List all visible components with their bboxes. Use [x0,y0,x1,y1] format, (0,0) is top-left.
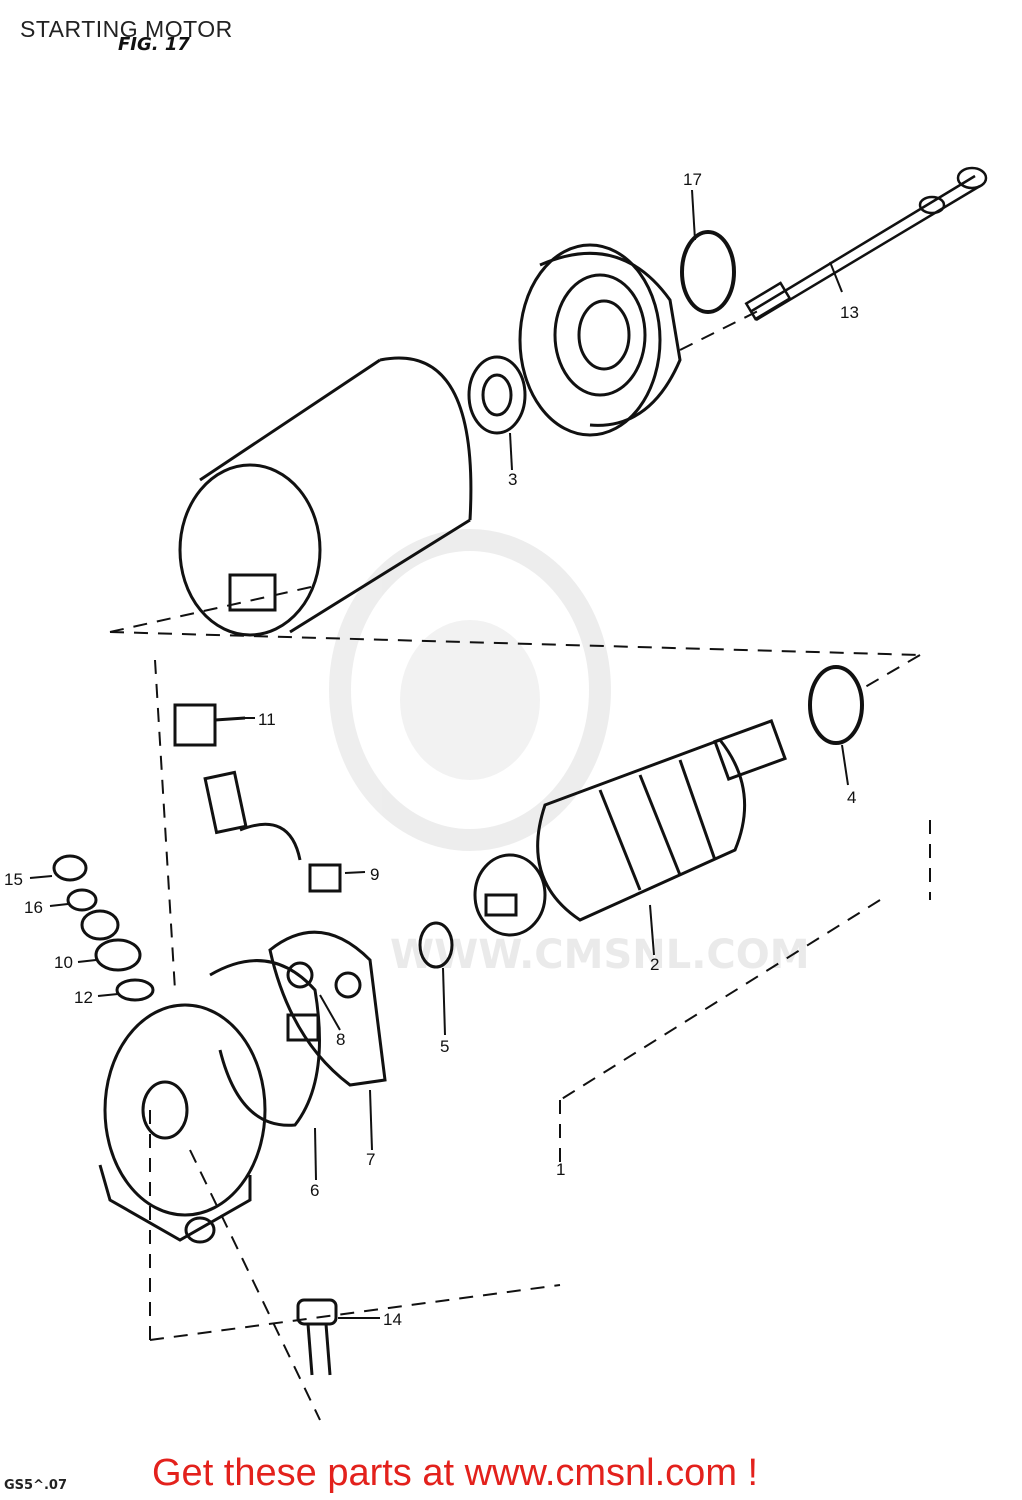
part-label-11: 11 [258,710,276,729]
armature-part [473,719,787,937]
part-label-2: 2 [650,955,659,974]
small-parts-stack [52,854,155,1002]
part-label-16: 16 [24,898,43,917]
terminal-part [173,703,246,747]
part-label-5: 5 [440,1037,449,1056]
part-label-12: 12 [74,988,93,1007]
footer-code: GS5^.07 [4,1478,68,1493]
part-label-4: 4 [847,788,856,807]
leader-lines [29,189,849,1319]
washer-part-4 [808,665,864,745]
part-label-7: 7 [366,1150,375,1169]
part-label-17: 17 [683,170,702,189]
promo-link[interactable]: Get these parts at www.cmsnl.com ! [152,1452,759,1494]
part-label-1: 1 [556,1160,565,1179]
watermark-text: WWW.CMSNL.COM [390,932,810,978]
guide-lines [109,309,931,1421]
washer-part-5 [418,921,454,969]
part-label-3: 3 [508,470,517,489]
part-label-14: 14 [383,1310,402,1329]
screw-part [296,1298,338,1376]
part-number-labels: 17 13 3 4 2 5 11 9 15 16 10 12 8 7 6 14 … [4,170,859,1329]
part-label-6: 6 [310,1181,319,1200]
rear-cover-part [518,243,682,437]
brush-holder-part [268,930,387,1087]
part-label-9: 9 [370,865,379,884]
through-bolt-part [744,166,988,322]
brush-part [203,770,342,893]
part-label-13: 13 [840,303,859,322]
figure-label: FIG. 17 [118,34,190,55]
page-title: STARTING MOTOR [20,16,233,42]
o-ring-part [680,230,736,314]
o-ring-part-6 [209,959,321,1127]
part-label-15: 15 [4,870,23,889]
front-cover-part [98,1003,267,1244]
yoke-housing-part [178,356,473,637]
bearing-part [467,355,527,435]
watermark: WWW.CMSNL.COM [329,529,810,978]
part-label-10: 10 [54,953,73,972]
part-label-8: 8 [336,1030,345,1049]
